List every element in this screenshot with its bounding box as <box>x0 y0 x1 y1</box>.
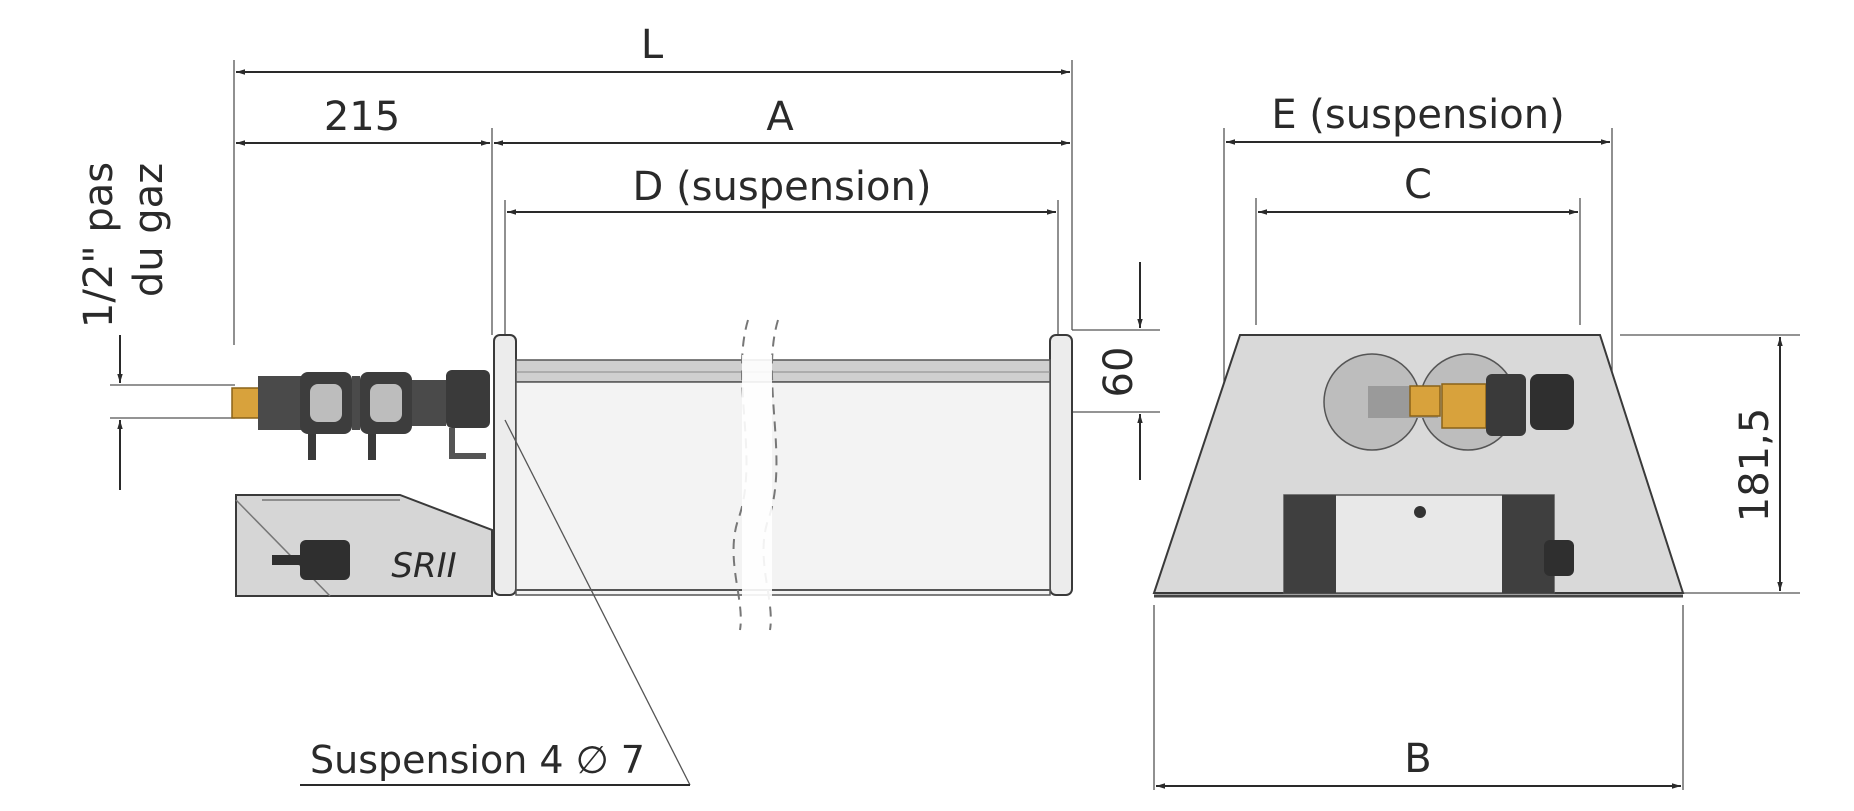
connector-plug-icon <box>300 540 350 580</box>
gas-valve-train <box>231 370 490 460</box>
dimension-215: 215 <box>324 94 400 140</box>
radiant-tube <box>515 359 1051 383</box>
bracket-right <box>1049 334 1073 596</box>
dimension-B: B <box>1404 736 1431 782</box>
brass-fitting <box>231 387 261 419</box>
dimension-L: L <box>641 22 664 68</box>
brass-nozzle <box>1409 385 1441 417</box>
dimension-A: A <box>766 94 794 140</box>
end-view: E (suspension) C B 181,5 <box>1152 92 1800 790</box>
bracket-left <box>493 334 517 596</box>
dimension-181-5: 181,5 <box>1732 408 1778 523</box>
dimension-60: 60 <box>1096 347 1142 398</box>
control-box: SRII <box>235 494 493 597</box>
model-label: SRII <box>391 546 456 586</box>
dimension-E: E (suspension) <box>1271 92 1564 138</box>
suspension-holes-label: Suspension 4 ∅ 7 <box>310 738 645 782</box>
reflector-body <box>515 381 1051 596</box>
dimension-D: D (suspension) <box>633 164 932 210</box>
gas-thread-label-line2: du gaz <box>126 163 172 297</box>
side-view: L 215 A D (suspension) 60 1/2" pas du ga… <box>76 22 1160 786</box>
gas-thread-label-line1: 1/2" pas <box>76 162 122 328</box>
dimension-C: C <box>1404 162 1432 208</box>
